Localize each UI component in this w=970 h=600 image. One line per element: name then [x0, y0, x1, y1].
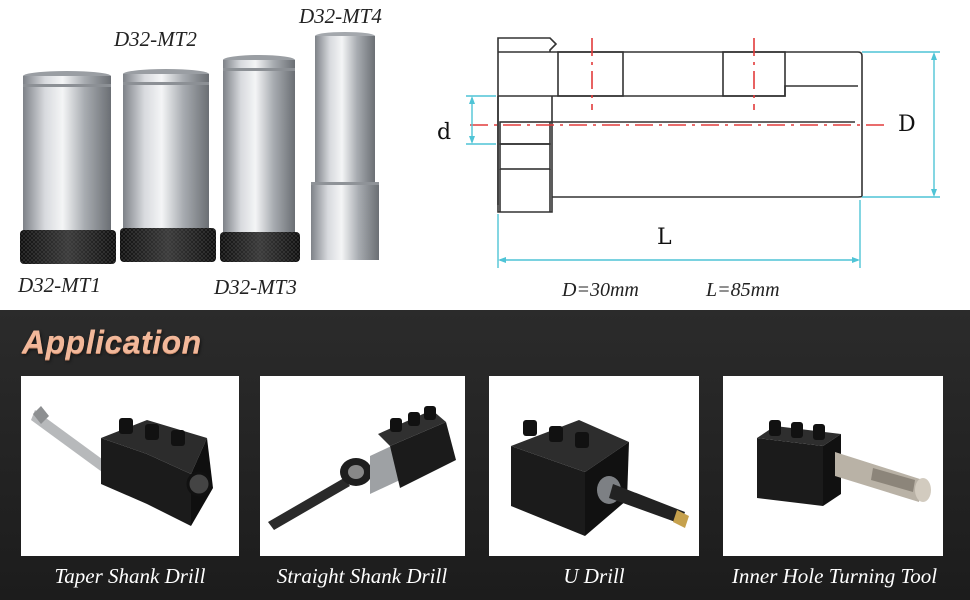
inner-hole-turning-tool-image [757, 420, 931, 506]
caption-taper-shank-drill: Taper Shank Drill [54, 564, 206, 588]
spec-diameter: D=30mm [562, 279, 639, 301]
technical-drawing [466, 37, 940, 268]
caption-straight-shank-drill: Straight Shank Drill [276, 564, 448, 588]
application-title: Application [22, 324, 202, 360]
sleeve-mt4 [311, 32, 379, 260]
application-card-taper-shank-drill [21, 376, 239, 556]
taper-shank-drill-image [31, 406, 213, 526]
sleeve-mt1 [20, 71, 116, 264]
product-showcase: D32-MT2 D32-MT4 D32-MT1 D32-MT3 [18, 4, 940, 301]
dim-D-label: D [898, 112, 916, 137]
application-card-straight-shank-drill [260, 376, 465, 556]
label-mt1: D32-MT1 [18, 273, 101, 297]
sleeves-illustration [20, 32, 379, 264]
sleeve-mt2 [120, 69, 216, 262]
straight-shank-drill-image [268, 406, 456, 530]
spec-length: L=85mm [706, 279, 780, 301]
application-card-inner-hole-turning-tool [723, 376, 943, 556]
u-drill-image [511, 420, 689, 536]
dim-d-label: d [437, 120, 452, 145]
caption-u-drill: U Drill [563, 564, 625, 588]
caption-inner-hole-turning-tool: Inner Hole Turning Tool [731, 564, 938, 588]
dim-L-label: L [657, 225, 672, 250]
sleeve-mt3 [220, 55, 300, 262]
label-mt3: D32-MT3 [214, 275, 297, 299]
label-mt2: D32-MT2 [114, 27, 197, 51]
label-mt4: D32-MT4 [299, 4, 382, 28]
application-card-u-drill [489, 376, 699, 556]
